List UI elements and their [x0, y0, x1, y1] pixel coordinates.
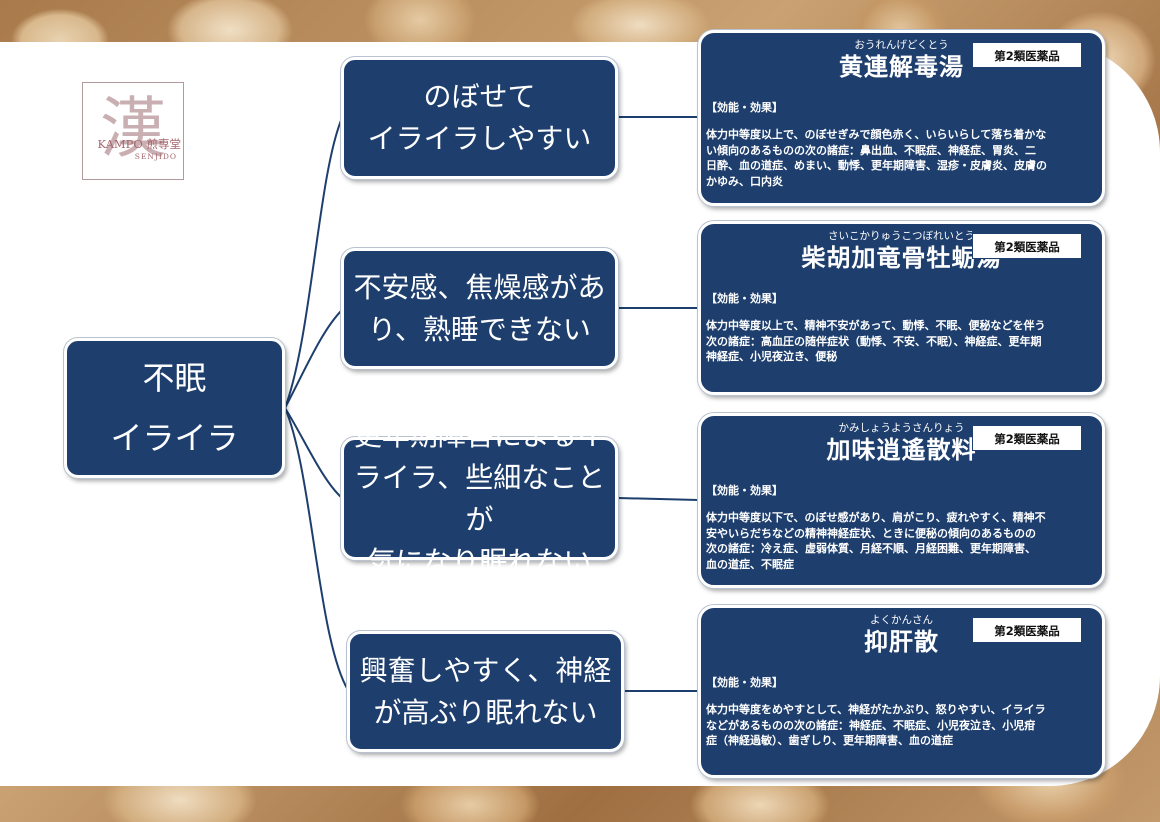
remedy-4-furigana: よくかんさん — [870, 614, 933, 626]
remedy-4-description: 体力中等度をめやすとして、神経がたかぶり、怒りやすい、イライラ などがあるものの… — [706, 702, 1096, 749]
remedy-3-desc-line-1: 体力中等度以下で、のぼせ感があり、肩がこり、疲れやすく、精神不 — [706, 511, 1046, 524]
remedy-4-effect-label: 【効能・効果】 — [706, 676, 783, 689]
remedy-3-effect-label: 【効能・効果】 — [706, 484, 783, 497]
symptom-3-line-1: 更年期障害によるイ — [353, 418, 606, 452]
symptom-1-line-2: イライラしやすい — [367, 122, 592, 155]
connector-main-to-symptom-3 — [284, 407, 343, 499]
remedy-1-desc-line-1: 体力中等度以上で、のぼせぎみで顔色赤く、いらいらして落ち着かな — [706, 128, 1047, 141]
remedy-4-name: 抑肝散 — [864, 628, 939, 656]
logo-brand-line: KAMPO 煎専堂 — [97, 137, 181, 151]
connector-symptom-3-to-remedy-3 — [617, 497, 699, 501]
symptom-3-line-2: ライラ、些細なことが — [353, 460, 606, 536]
remedy-2-effect-label: 【効能・効果】 — [706, 292, 783, 305]
remedy-2-desc-line-2: 次の諸症：高血圧の随伴症状（動悸、不安、不眠）、神経症、更年期 — [706, 334, 1042, 348]
remedy-1-description: 体力中等度以上で、のぼせぎみで顔色赤く、いらいらして落ち着かな い傾向のあるもの… — [706, 127, 1096, 189]
symptom-2-line-2: り、熟睡できない — [368, 312, 591, 346]
remedy-2-name: 柴胡加竜骨牡蛎湯 — [801, 244, 1002, 272]
remedy-2-desc-line-3: 神経症、小児夜泣き、便秘 — [706, 350, 838, 363]
remedy-3-desc-line-3: 次の諸症：冷え症、虚弱体質、月経不順、月経困難、更年期障害、 — [706, 542, 1036, 555]
remedy-3-furigana: かみしょうようさんりょう — [838, 422, 965, 434]
connector-main-to-symptom-4 — [284, 407, 349, 691]
symptom-box-4: 興奮しやすく、神経 が高ぶり眠れない — [347, 631, 624, 752]
remedy-1-category-badge: 第2類医薬品 — [972, 42, 1082, 68]
remedy-box-3: かみしょうようさんりょう 加味逍遙散料 第2類医薬品 【効能・効果】 体力中等度… — [698, 413, 1105, 588]
remedy-3-desc-line-2: 安やいらだちなどの精神神経症状、ときに便秘の傾向のあるものの — [706, 526, 1036, 540]
remedy-box-1: おうれんげどくとう 黄連解毒湯 第2類医薬品 【効能・効果】 体力中等度以上で、… — [698, 30, 1105, 206]
remedy-2-desc-line-1: 体力中等度以上で、精神不安があって、動悸、不眠、便秘などを伴う — [706, 319, 1046, 332]
remedy-box-4: よくかんさん 抑肝散 第2類医薬品 【効能・効果】 体力中等度をめやすとして、神… — [698, 605, 1105, 778]
connector-main-to-symptom-2 — [284, 309, 343, 409]
symptom-3-line-3: 気になり眠れない — [367, 544, 592, 578]
remedy-3-description: 体力中等度以下で、のぼせ感があり、肩がこり、疲れやすく、精神不 安やいらだちなど… — [706, 510, 1096, 572]
symptom-4-line-1: 興奮しやすく、神経 — [359, 653, 612, 687]
symptom-1-line-1: のぼせて — [423, 80, 536, 113]
symptom-box-3: 更年期障害によるイ ライラ、些細なことが 気になり眠れない — [341, 419, 618, 578]
remedy-2-category-badge: 第2類医薬品 — [972, 233, 1082, 259]
main-condition-line-1: 不眠 — [142, 359, 207, 397]
symptom-box-1: のぼせて イライラしやすい — [341, 57, 618, 179]
remedy-4-desc-line-1: 体力中等度をめやすとして、神経がたかぶり、怒りやすい、イライラ — [706, 703, 1046, 716]
remedy-1-furigana: おうれんげどくとう — [854, 39, 949, 51]
connector-main-to-symptom-1 — [284, 117, 343, 409]
remedy-1-desc-line-3: 日酔、血の道症、めまい、動悸、更年期障害、湿疹・皮膚炎、皮膚の — [706, 159, 1047, 172]
logo-brand-sub: SENJIDO — [134, 152, 177, 161]
remedy-1-name: 黄連解毒湯 — [839, 53, 964, 81]
symptom-4-line-2: が高ぶり眠れない — [373, 695, 598, 729]
remedy-3-name: 加味逍遙散料 — [826, 436, 977, 464]
remedy-box-2: さいこかりゅうこつぼれいとう 柴胡加竜骨牡蛎湯 第2類医薬品 【効能・効果】 体… — [698, 221, 1105, 395]
remedy-2-furigana: さいこかりゅうこつぼれいとう — [828, 230, 975, 242]
main-condition-line-2: イライラ — [110, 419, 239, 457]
remedy-4-desc-line-2: などがあるものの次の諸症：神経症、不眠症、小児夜泣き、小児疳 — [706, 718, 1036, 732]
symptom-box-2: 不安感、焦燥感があ り、熟睡できない — [341, 248, 618, 369]
remedy-4-category-badge: 第2類医薬品 — [972, 617, 1082, 643]
remedy-1-effect-label: 【効能・効果】 — [706, 101, 783, 114]
remedy-3-desc-line-4: 血の道症、不眠症 — [706, 557, 794, 571]
remedy-4-desc-line-3: 症（神経過敏）、歯ぎしり、更年期障害、血の道症 — [706, 734, 954, 747]
remedy-3-category-badge: 第2類医薬品 — [972, 425, 1082, 451]
remedy-1-desc-line-2: い傾向のあるものの次の諸症：鼻出血、不眠症、神経症、胃炎、二 — [706, 143, 1036, 157]
remedy-1-desc-line-4: かゆみ、口内炎 — [706, 174, 783, 188]
kampo-senjido-logo: 漢 KAMPO 煎専堂 SENJIDO — [82, 82, 184, 180]
main-condition-box: 不眠 イライラ — [64, 338, 285, 478]
symptom-2-line-1: 不安感、焦燥感があ — [353, 270, 606, 304]
logo-kanji: 漢 — [100, 90, 166, 167]
remedy-2-description: 体力中等度以上で、精神不安があって、動悸、不眠、便秘などを伴う 次の諸症：高血圧… — [706, 318, 1096, 365]
